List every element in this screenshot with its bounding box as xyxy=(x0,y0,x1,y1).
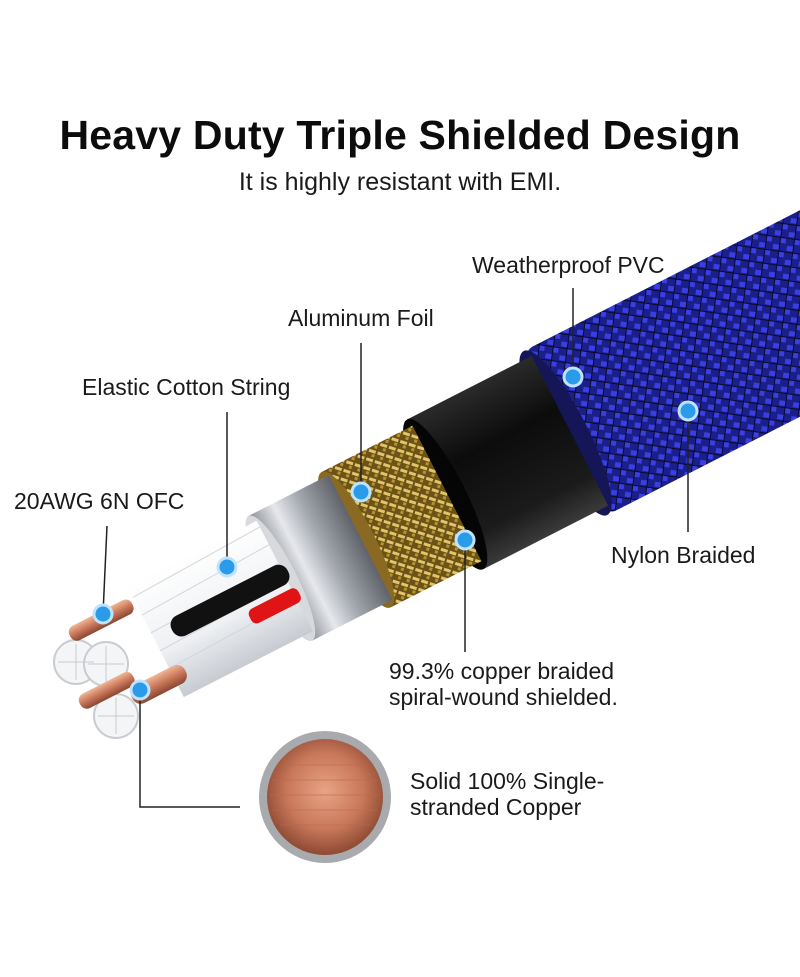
copper-rod-2 xyxy=(78,672,135,709)
solid-copper-sample xyxy=(259,731,391,863)
label-copper-shield-line1: 99.3% copper braided xyxy=(389,658,615,684)
red-inner-wire xyxy=(248,588,301,624)
black-inner-wire xyxy=(170,564,290,637)
nylon-braid-sleeve xyxy=(527,209,800,512)
label-solid-copper-line1: Solid 100% Single- xyxy=(410,768,605,794)
marker-nylon-braided xyxy=(677,400,699,422)
label-solid-copper-line2: stranded Copper xyxy=(410,794,582,820)
leader-lines xyxy=(102,288,689,808)
label-conductor: 20AWG 6N OFC xyxy=(14,488,185,514)
label-nylon-braided: Nylon Braided xyxy=(611,542,756,568)
label-weatherproof-pvc: Weatherproof PVC xyxy=(472,252,665,278)
callout-markers xyxy=(92,366,699,701)
cable-body xyxy=(127,209,800,698)
page-subtitle: It is highly resistant with EMI. xyxy=(238,168,562,196)
marker-weatherproof-pvc xyxy=(562,366,584,388)
page-title: Heavy Duty Triple Shielded Design xyxy=(59,112,741,158)
label-aluminum-foil: Aluminum Foil xyxy=(288,305,434,331)
marker-elastic-cotton xyxy=(216,556,238,578)
marker-conductor xyxy=(92,603,114,625)
aluminum-foil-layer xyxy=(248,475,393,641)
leader-line-solid-copper xyxy=(139,690,240,808)
cotton-bundle-texture xyxy=(58,644,134,734)
marker-solid-copper xyxy=(129,679,151,701)
label-copper-shield-line2: spiral-wound shielded. xyxy=(389,684,618,710)
marker-copper-shield xyxy=(454,529,476,551)
marker-aluminum-foil xyxy=(350,481,372,503)
leader-line-conductor xyxy=(102,525,108,615)
label-elastic-cotton-string: Elastic Cotton String xyxy=(82,374,291,400)
